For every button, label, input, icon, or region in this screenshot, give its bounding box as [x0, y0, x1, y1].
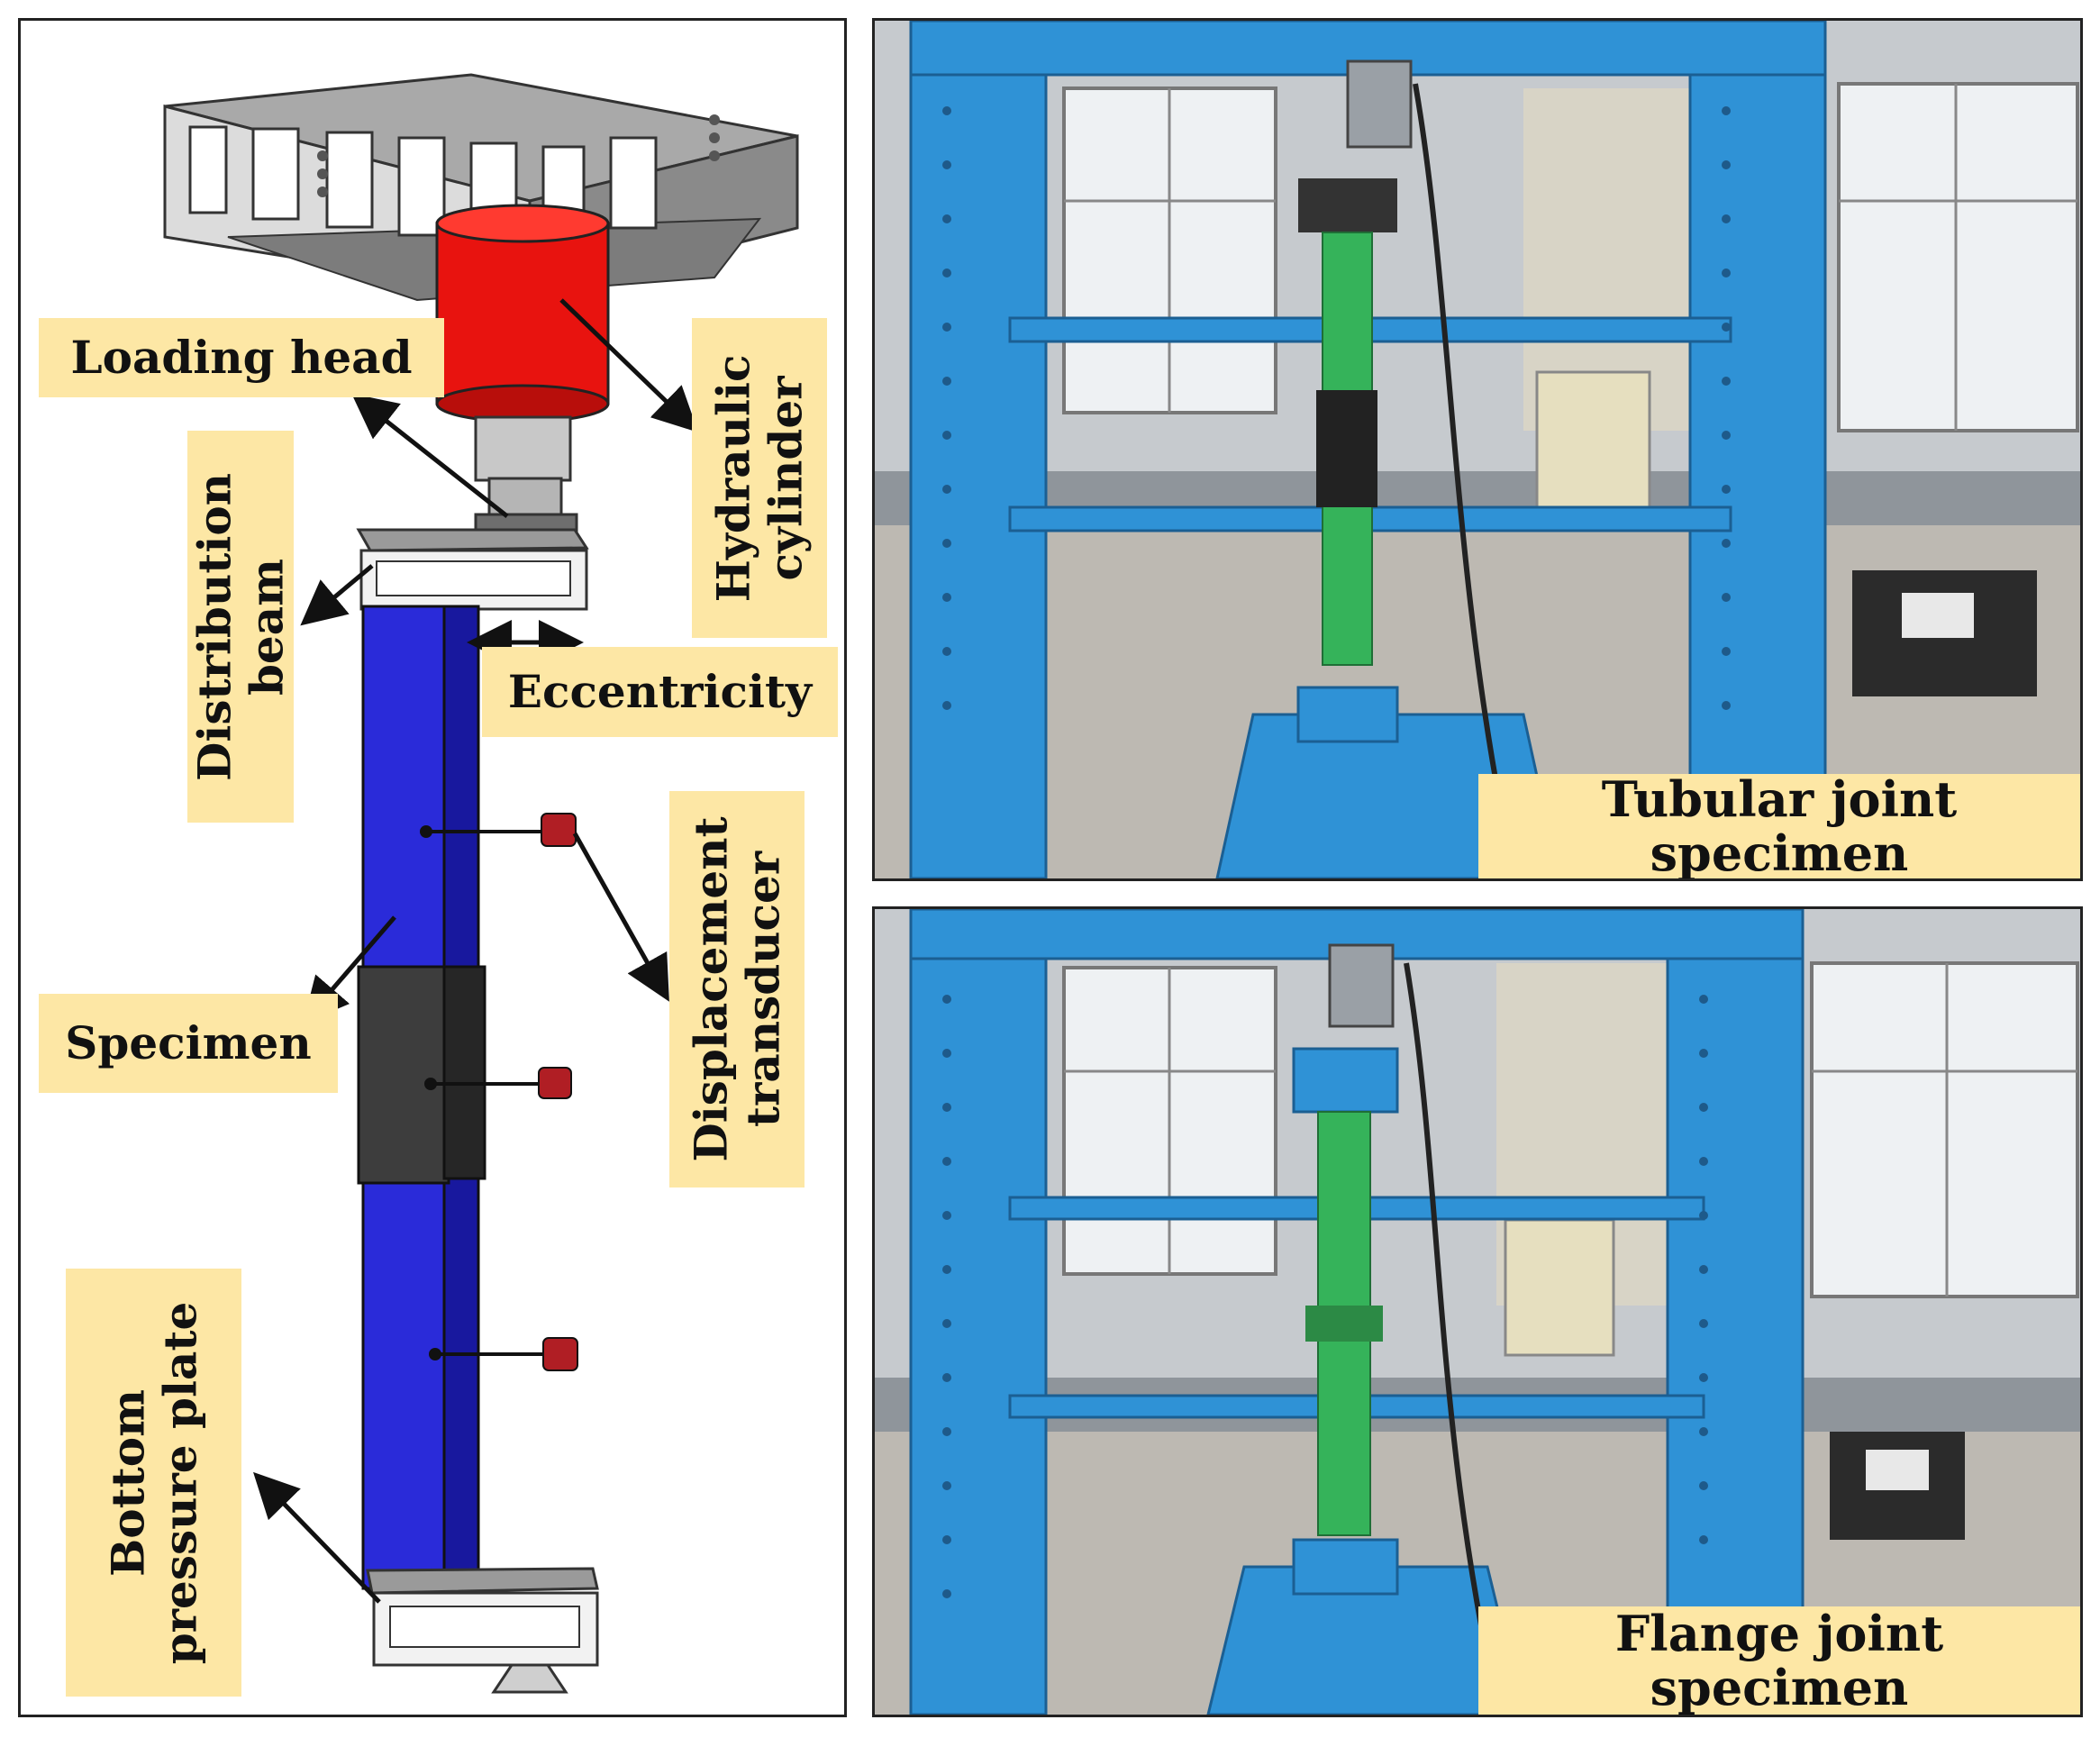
- caption-tubular-joint-line1: Tubular joint: [1601, 769, 1958, 828]
- photo-tubular-joint: Tubular joint specimen: [872, 18, 2083, 881]
- caption-tubular-joint: Tubular joint specimen: [1478, 769, 2080, 881]
- label-specimen: Specimen: [39, 994, 338, 1093]
- label-loading-head: Loading head: [39, 318, 444, 397]
- joint-sleeve: [357, 965, 486, 1185]
- tubular-joint-photo-illustration: [875, 21, 2080, 878]
- test-setup-schematic: [163, 73, 799, 1694]
- displacement-transducers: [420, 813, 578, 1371]
- caption-flange-joint: Flange joint specimen: [1478, 1606, 2080, 1715]
- label-hydraulic-cylinder-line2: cylinder: [759, 376, 812, 580]
- photo-flange-joint: Flange joint specimen: [872, 906, 2083, 1717]
- caption-tubular-joint-line2: specimen: [1650, 824, 1909, 881]
- label-eccentricity: Eccentricity: [482, 647, 838, 737]
- label-distribution-beam-line1: Distribution: [187, 472, 241, 781]
- distribution-beam: [356, 528, 589, 611]
- label-displacement-transducer-line2: transducer: [736, 851, 789, 1128]
- label-distribution-beam-line2: beam: [240, 558, 293, 696]
- loading-head: [474, 415, 578, 540]
- label-bottom-pressure-plate-line1: Bottom: [101, 1388, 154, 1577]
- bottom-pressure-plate: [366, 1567, 599, 1694]
- label-bottom-pressure-plate-line2: pressure plate: [152, 1301, 206, 1664]
- flange-joint-photo-illustration: [875, 909, 2080, 1715]
- label-hydraulic-cylinder-line1: Hydraulic: [706, 354, 760, 602]
- label-displacement-transducer-line1: Displacement: [684, 816, 738, 1162]
- leader-arrows: [253, 298, 699, 1604]
- hydraulic-cylinder: [435, 204, 610, 423]
